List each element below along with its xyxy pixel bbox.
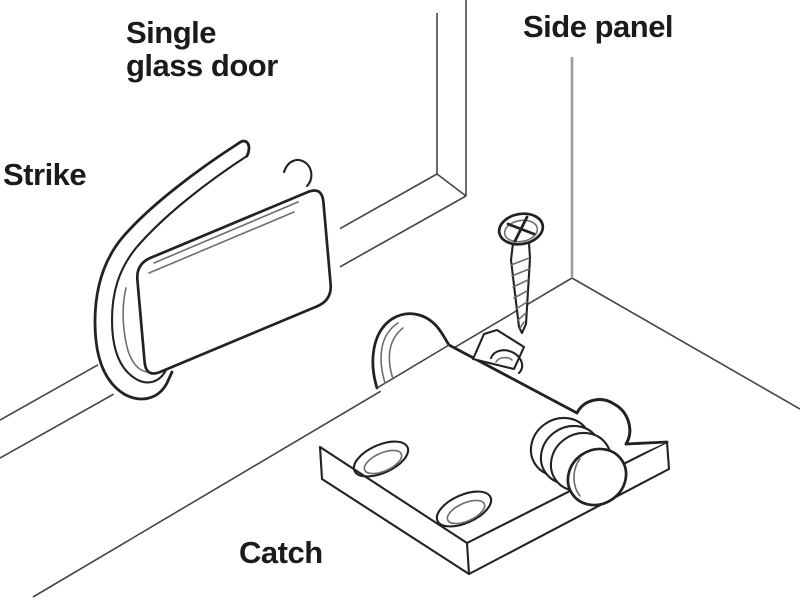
screw-head-rim (503, 219, 539, 243)
label-side-panel: Side panel (523, 9, 674, 44)
label-catch: Catch (239, 535, 323, 570)
catch-screw-hole-right (435, 490, 493, 528)
screw-shank (509, 241, 532, 335)
catch-tab-hole (489, 349, 524, 375)
strike-arm-tip (237, 139, 251, 158)
catch-drawing (318, 312, 671, 576)
screw-phillips-cross (506, 215, 536, 243)
screw-drawing (497, 212, 545, 335)
side-panel-corner-lines (571, 277, 800, 410)
strike-plate-edge-lines (148, 201, 299, 274)
label-single-glass-door-line2: glass door (126, 48, 278, 84)
strike-clip-drawing (93, 138, 341, 407)
catch-screw-hole-left (352, 440, 410, 478)
catch-magnet-face (566, 447, 628, 507)
strike-arm-tip-right (282, 158, 313, 188)
catch-roller (529, 416, 628, 507)
panel-junction-line (32, 277, 573, 598)
strike-front-plate (135, 189, 333, 375)
catch-roller-notch (575, 398, 632, 446)
screw-threads (510, 257, 530, 329)
catch-body-base-edge (376, 344, 450, 389)
label-single-glass-door-line1: Single (126, 15, 217, 50)
strike-u-channel (93, 139, 313, 401)
label-strike: Strike (3, 157, 87, 192)
catch-hump-shading (380, 322, 404, 384)
